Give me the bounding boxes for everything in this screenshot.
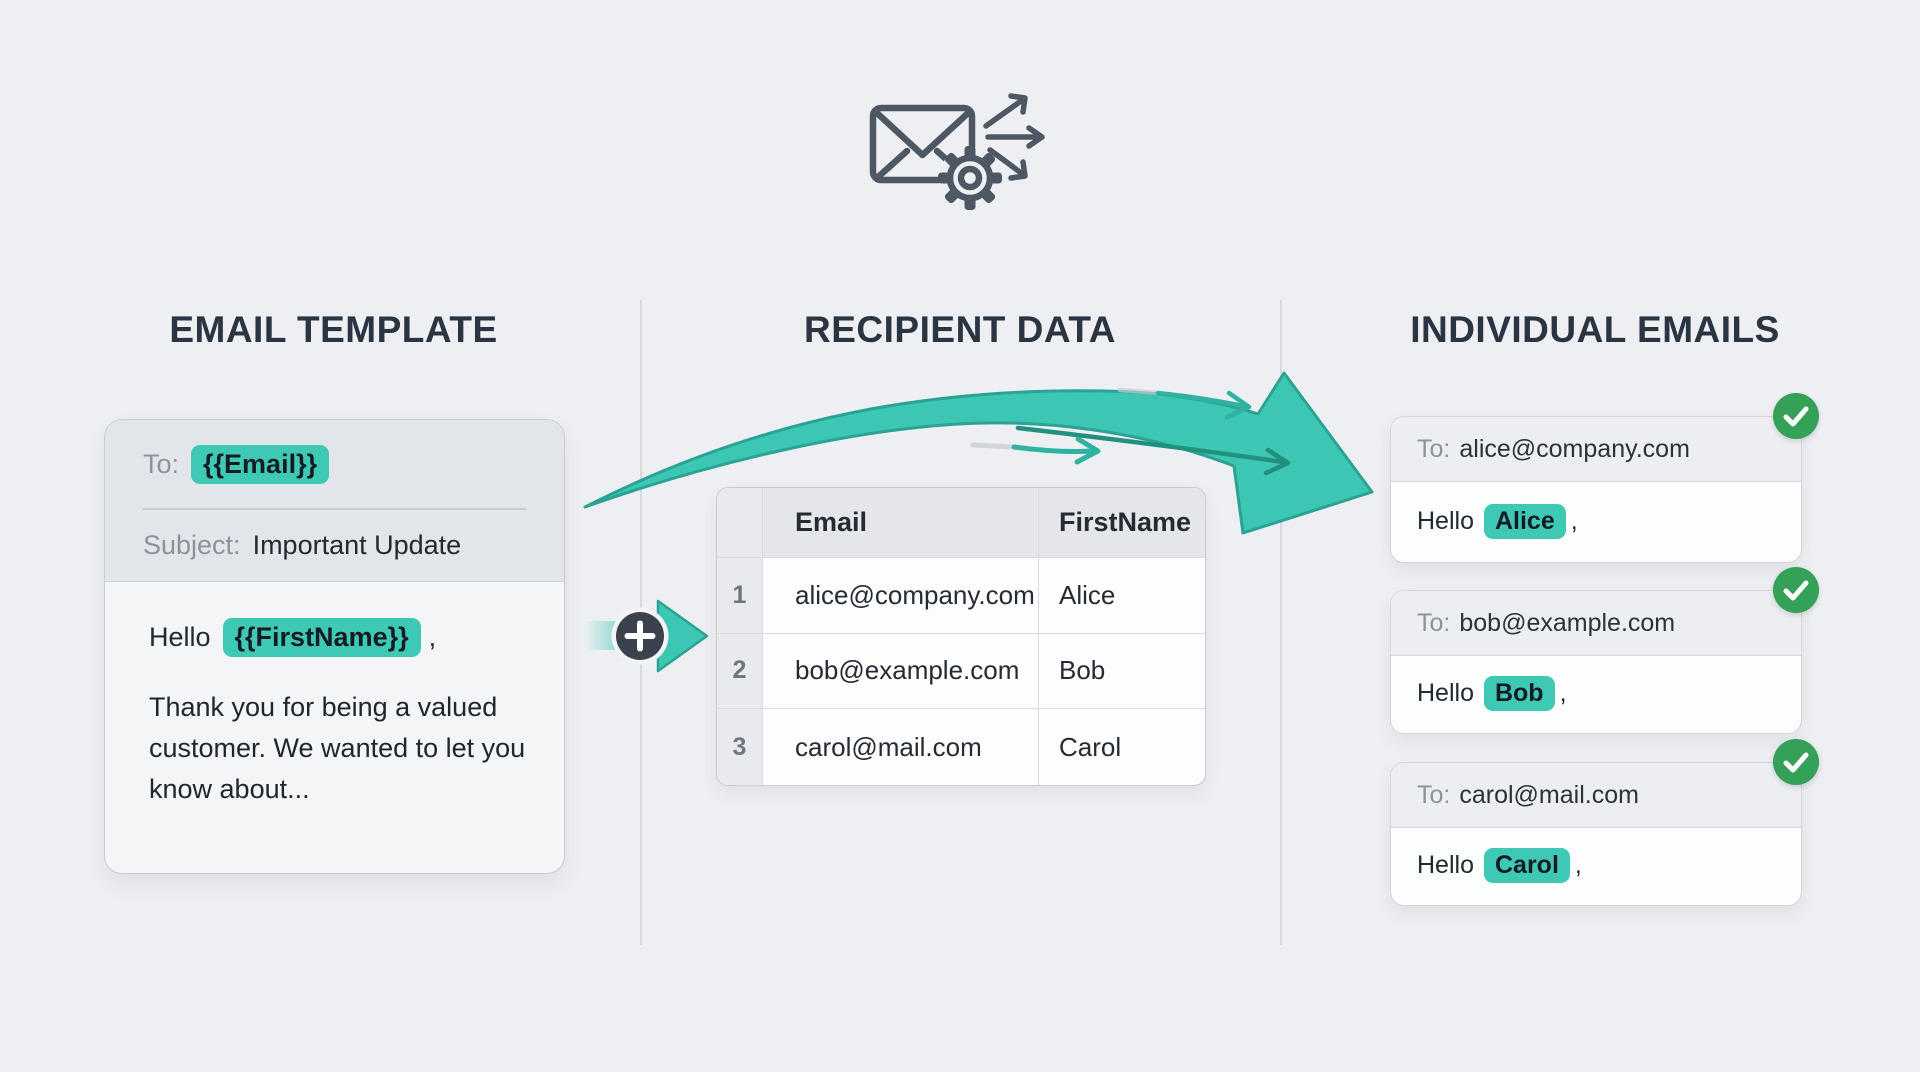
table-cell-email: carol@mail.com bbox=[763, 709, 1039, 785]
row-number: 1 bbox=[717, 558, 763, 634]
envelope-icon bbox=[869, 104, 976, 184]
to-label: To: bbox=[1417, 434, 1451, 463]
merge-arrowhead-icon bbox=[656, 599, 709, 673]
template-card-header: To: {{Email}} Subject: Important Update bbox=[105, 420, 564, 582]
table-cell-firstname: Bob bbox=[1039, 634, 1205, 710]
email-column-header: Email bbox=[763, 488, 1039, 558]
subject-value: Important Update bbox=[252, 530, 462, 560]
corner-header-cell bbox=[717, 488, 763, 558]
email-template-card: To: {{Email}} Subject: Important Update … bbox=[104, 419, 565, 874]
merged-name-chip: Bob bbox=[1483, 676, 1555, 711]
email-to-row: To: bob@example.com bbox=[1391, 591, 1801, 656]
output-email-card: To: alice@company.com Hello Alice , bbox=[1390, 393, 1819, 563]
greeting-prefix: Hello bbox=[1417, 506, 1474, 535]
to-address: alice@company.com bbox=[1459, 434, 1690, 463]
greeting-suffix: , bbox=[1574, 851, 1582, 879]
firstname-column-header: FirstName bbox=[1039, 488, 1205, 558]
template-body-text: Thank you for being a valued customer. W… bbox=[149, 692, 526, 805]
merged-name-chip: Alice bbox=[1483, 503, 1566, 539]
greeting-prefix: Hello bbox=[1417, 851, 1474, 879]
mail-merge-icon bbox=[869, 93, 1045, 210]
fan-out-arrows-icon bbox=[983, 93, 1045, 181]
recipient-table: Email FirstName 1 alice@company.com Alic… bbox=[716, 487, 1206, 786]
gear-icon bbox=[938, 146, 1002, 210]
output-email-card: To: bob@example.com Hello Bob , bbox=[1390, 567, 1819, 734]
success-check-icon bbox=[1773, 393, 1819, 439]
firstname-token-chip: {{FirstName}} bbox=[222, 618, 421, 657]
template-greeting: Hello {{FirstName}} , bbox=[149, 618, 524, 657]
merge-step bbox=[584, 599, 709, 673]
row-number: 2 bbox=[717, 633, 763, 710]
email-greeting-row: Hello Alice , bbox=[1391, 482, 1801, 560]
success-check-icon bbox=[1773, 567, 1819, 613]
email-token-chip: {{Email}} bbox=[191, 444, 330, 484]
to-address: carol@mail.com bbox=[1459, 780, 1639, 809]
greeting-prefix: Hello bbox=[149, 622, 211, 652]
fading-flow-bar bbox=[584, 621, 642, 650]
table-cell-email: alice@company.com bbox=[763, 558, 1039, 634]
output-email-card: To: carol@mail.com Hello Carol , bbox=[1390, 739, 1819, 906]
outputs-heading: INDIVIDUAL EMAILS bbox=[1410, 309, 1780, 350]
template-to-row: To: {{Email}} bbox=[143, 420, 526, 510]
email-greeting-row: Hello Carol , bbox=[1391, 828, 1801, 903]
to-label: To: bbox=[143, 448, 180, 479]
greeting-prefix: Hello bbox=[1417, 679, 1474, 707]
to-address: bob@example.com bbox=[1459, 608, 1676, 637]
arrow-body-stroke bbox=[1015, 425, 1286, 465]
subject-label: Subject: bbox=[143, 530, 241, 560]
greeting-suffix: , bbox=[1559, 679, 1567, 707]
accent-arrow-lower bbox=[970, 436, 1101, 465]
email-to-row: To: alice@company.com bbox=[1391, 417, 1801, 482]
merged-name-chip: Carol bbox=[1483, 848, 1570, 883]
row-number: 3 bbox=[717, 709, 763, 785]
template-heading: EMAIL TEMPLATE bbox=[169, 309, 498, 350]
table-cell-firstname: Carol bbox=[1059, 731, 1122, 762]
template-card-body: Hello {{FirstName}} , Thank you for bein… bbox=[105, 582, 564, 810]
template-subject-row: Subject: Important Update bbox=[143, 510, 526, 581]
greeting-suffix: , bbox=[1570, 506, 1578, 535]
column-divider-left bbox=[640, 300, 642, 945]
success-check-icon bbox=[1773, 739, 1819, 785]
to-label: To: bbox=[1417, 780, 1451, 809]
greeting-suffix: , bbox=[428, 622, 437, 652]
email-to-row: To: carol@mail.com bbox=[1391, 763, 1801, 828]
table-cell-firstname: Alice bbox=[1039, 558, 1205, 634]
email-greeting-row: Hello Bob , bbox=[1391, 656, 1801, 731]
column-divider-right bbox=[1280, 300, 1282, 945]
accent-arrow-upper bbox=[1117, 387, 1252, 420]
table-cell-email: bob@example.com bbox=[763, 633, 1039, 710]
to-label: To: bbox=[1417, 608, 1451, 637]
recipients-heading: RECIPIENT DATA bbox=[804, 309, 1116, 350]
